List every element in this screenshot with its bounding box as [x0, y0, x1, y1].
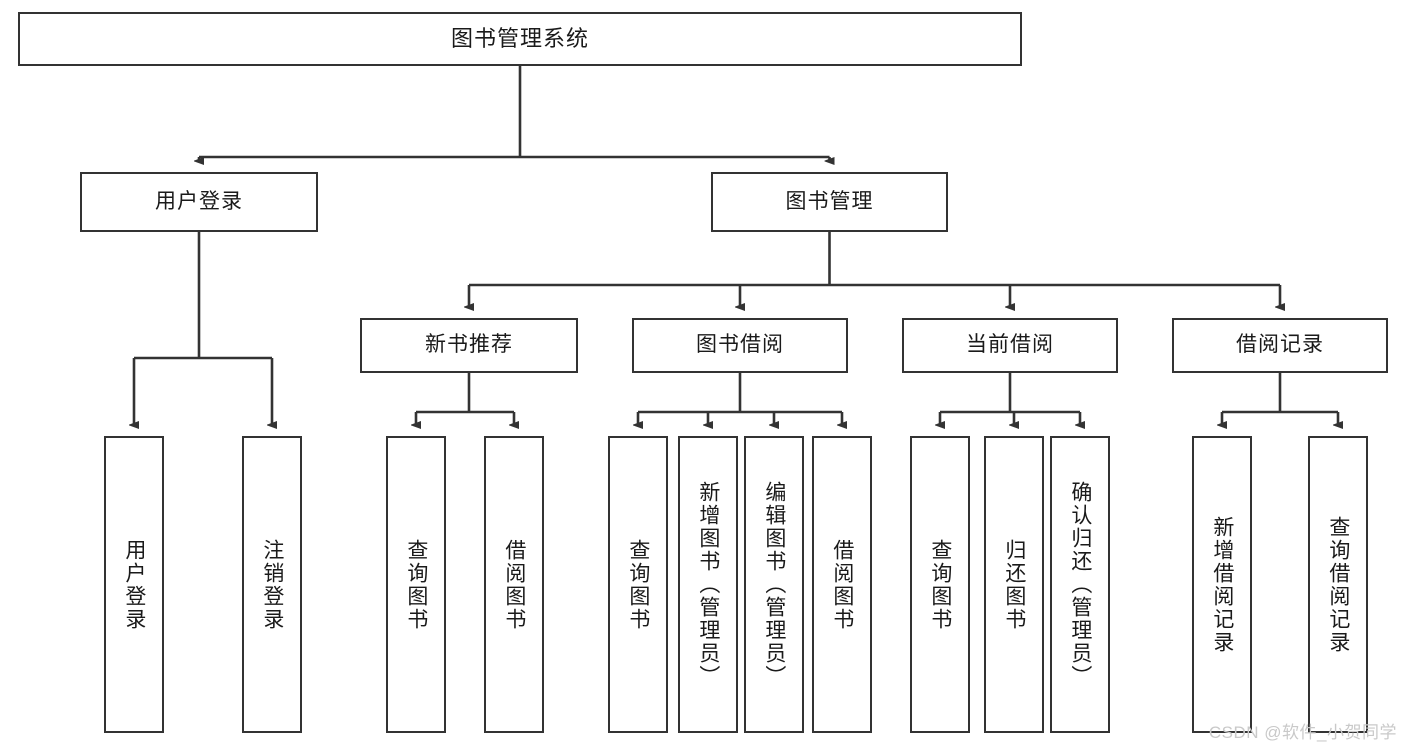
node-label: 查询借阅记录 [1326, 515, 1350, 654]
node-login[interactable]: 用户登录 [80, 172, 318, 232]
node-borrow[interactable]: 图书借阅 [632, 318, 848, 373]
node-label: 归还图书 [1002, 538, 1026, 631]
node-l-bw-borrow[interactable]: 借阅图书 [812, 436, 872, 733]
node-label: 用户登录 [155, 189, 243, 213]
node-records[interactable]: 借阅记录 [1172, 318, 1388, 373]
node-label: 编辑图书（管理员） [762, 481, 786, 688]
node-l-nb-borrow[interactable]: 借阅图书 [484, 436, 544, 733]
node-label: 当前借阅 [966, 333, 1054, 357]
node-label: 借阅记录 [1236, 333, 1324, 357]
node-newbook[interactable]: 新书推荐 [360, 318, 578, 373]
node-label: 新增图书（管理员） [696, 481, 720, 688]
node-label: 借阅图书 [830, 538, 854, 631]
node-label: 新增借阅记录 [1210, 515, 1234, 654]
node-l-cu-query[interactable]: 查询图书 [910, 436, 970, 733]
node-l-login[interactable]: 用户登录 [104, 436, 164, 733]
node-l-cu-conf[interactable]: 确认归还（管理员） [1050, 436, 1110, 733]
node-label: 图书管理系统 [450, 26, 589, 52]
node-bookmgmt[interactable]: 图书管理 [711, 172, 948, 232]
node-label: 查询图书 [404, 538, 428, 631]
node-label: 查询图书 [626, 538, 650, 631]
node-label: 图书管理 [785, 189, 874, 213]
node-label: 确认归还（管理员） [1068, 481, 1092, 688]
node-label: 借阅图书 [502, 538, 526, 631]
node-l-cu-return[interactable]: 归还图书 [984, 436, 1044, 733]
node-label: 查询图书 [928, 538, 952, 631]
node-label: 图书借阅 [696, 333, 784, 357]
node-l-bw-add[interactable]: 新增图书（管理员） [678, 436, 738, 733]
node-label: 新书推荐 [425, 333, 513, 357]
node-current[interactable]: 当前借阅 [902, 318, 1118, 373]
node-l-rc-add[interactable]: 新增借阅记录 [1192, 436, 1252, 733]
node-l-rc-query[interactable]: 查询借阅记录 [1308, 436, 1368, 733]
node-l-logout[interactable]: 注销登录 [242, 436, 302, 733]
node-l-nb-query[interactable]: 查询图书 [386, 436, 446, 733]
node-label: 用户登录 [122, 538, 146, 631]
node-label: 注销登录 [260, 538, 284, 631]
node-root[interactable]: 图书管理系统 [18, 12, 1022, 66]
node-l-bw-edit[interactable]: 编辑图书（管理员） [744, 436, 804, 733]
csdn-watermark: CSDN @软件_小贺同学 [1208, 723, 1397, 742]
node-l-bw-query[interactable]: 查询图书 [608, 436, 668, 733]
